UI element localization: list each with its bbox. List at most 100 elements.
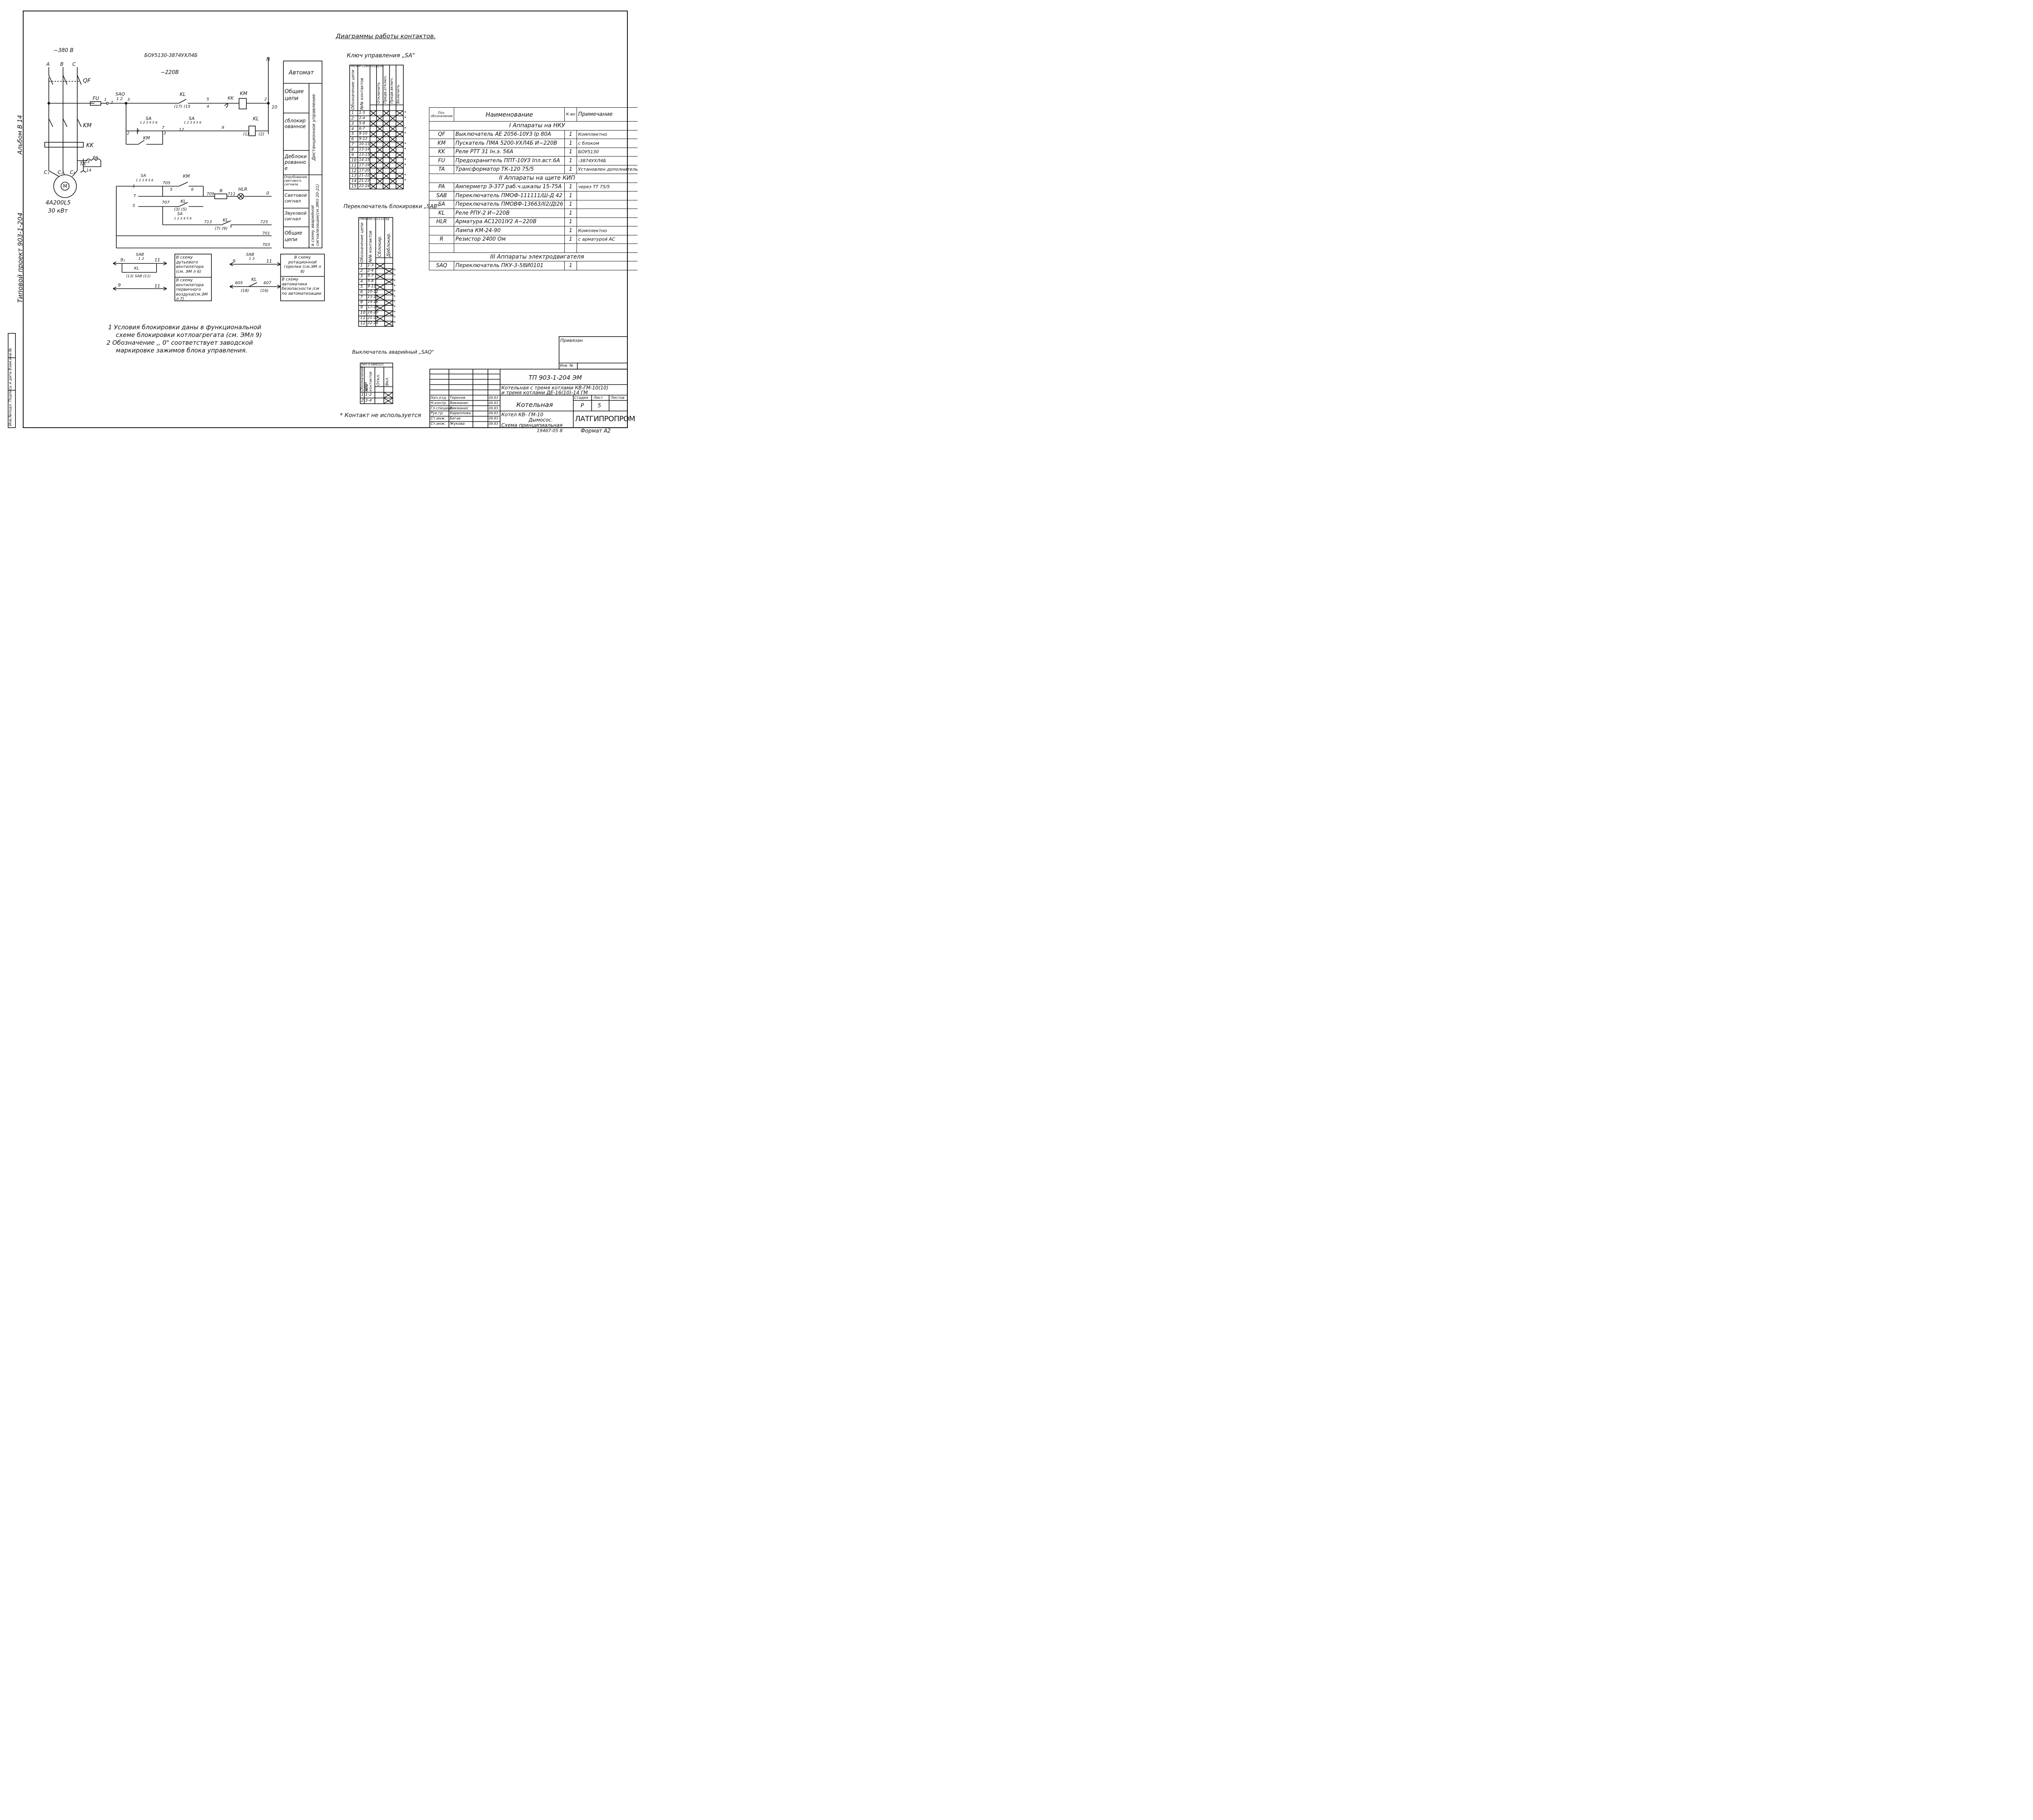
bom-row: II Аппараты на щите КИП [429, 174, 638, 183]
unused-mark: * [404, 131, 406, 136]
sa-row-num: 8 [351, 148, 354, 152]
bom-row: I Аппараты на НКУ [429, 121, 638, 130]
saq-pins: 1 2 [116, 97, 123, 101]
sa-col-0: Отключить [377, 82, 381, 104]
tb-name: Бегак [450, 417, 461, 421]
bom-qty: 1 [564, 226, 577, 235]
sa-row-contacts: 1-3 [359, 111, 365, 115]
sig-kl-pins: (3) (5) [174, 207, 187, 212]
sab-row-contacts: 22-24 [368, 321, 379, 326]
sig-wire-7: 7 [133, 194, 136, 198]
pa-label: PA [93, 155, 98, 161]
tb-name: Кириллова [450, 411, 471, 416]
hlr-label: HLR [238, 187, 248, 192]
unused-mark: * [404, 178, 406, 183]
sa-row-contacts: 10-11 [359, 142, 370, 147]
node-18: (18) [241, 289, 249, 293]
fu-label: FU [93, 96, 99, 101]
bom-pos: QF [429, 130, 455, 139]
bom-pos: KL [429, 209, 455, 218]
sa1-pins: 1 2 3 4 5 6 [140, 121, 158, 124]
doc-name: Котельная [516, 401, 553, 409]
sig-wire-1: 1 [133, 184, 135, 189]
bom-qty: 1 [564, 147, 577, 157]
tb-date: 09.83 [489, 422, 498, 426]
bom-pos: R [429, 235, 455, 244]
bom-note: Комплектно [576, 226, 638, 235]
tb-name: Терехов [450, 396, 466, 400]
diagrams-title: Диаграммы работы контактов. [336, 33, 436, 40]
tb-role: Гл.специал. [431, 406, 454, 411]
node-5: 5 [170, 187, 173, 192]
node-713: 713 [204, 220, 212, 224]
unused-mark: * [394, 278, 396, 283]
sab-node-11-c: 11 [266, 259, 272, 264]
sab-col-contacts: №№ контактов [368, 230, 373, 263]
album-label: Альбом В 14 [16, 115, 24, 154]
org-name: ЛАТГИПРОПРОМ [575, 415, 635, 423]
saq-row-1: 1-2 [365, 393, 372, 397]
saq-label: SAQ [115, 91, 125, 97]
sab-row-num: 6 [360, 289, 363, 294]
sa-row-contacts: 22-24 [359, 184, 370, 189]
sa-row-num: 5 [351, 132, 354, 137]
stage-value: Р [581, 403, 584, 409]
tb-date: 09.83 [489, 406, 498, 410]
purpose-unblocked: Деблокированное [285, 154, 307, 171]
doc-desc-1: Котельная с тремя котлами КВ-ГМ-10(10) [501, 385, 609, 391]
wire-2c: 2 [127, 131, 130, 136]
wire-3d: 3 [163, 131, 166, 136]
sab-row-contacts: 9-11 [368, 284, 376, 289]
sab-col-designation: Обозначение цепи [360, 222, 364, 263]
sa-col-3: Включить [396, 85, 401, 104]
wire-10: 10 [272, 104, 277, 110]
bom-header-pos: Поз. обозначение [429, 107, 455, 122]
sab-row-num: 1 [360, 263, 363, 268]
sab2-label: SAB [246, 252, 255, 257]
km-label: KM [83, 122, 92, 129]
sab-row-num: 7 [360, 295, 363, 300]
kl-contact-pins: (17) (15 [174, 104, 191, 109]
tb-name: Викманис [450, 406, 469, 411]
inv-label: Инв. № [560, 364, 574, 368]
sab-row-contacts: 18-20 [368, 311, 379, 315]
wire-5: 5 [207, 97, 209, 102]
sig-kl2-label: KL [223, 217, 229, 223]
unused-mark: * [394, 284, 396, 289]
bom-qty: 1 [564, 191, 577, 200]
purpose-alarm: в схему аварийной сигнализации(см.ЭМл 20… [311, 184, 320, 246]
saq-row-2-n: 2 [361, 398, 364, 403]
sa-row-contacts: 13-15 [359, 152, 370, 157]
bom-note: Комплектно [576, 130, 638, 139]
saq-model: ПКУ-3-58И0101 [361, 363, 384, 366]
bom-section: II Аппараты на щите КИП [429, 174, 638, 183]
bom-name: Пускатель ПМА 5200-УХЛ4Б И~220В [454, 139, 565, 148]
control-voltage: ~220В [161, 70, 179, 76]
bom-pos: PA [429, 182, 455, 191]
unused-mark: * [404, 163, 406, 167]
sa2-pins: 1 2 3 4 5 6 [184, 121, 202, 124]
sab-row-contacts: 21-23 [368, 316, 379, 320]
sig-sa-pins: 1 2 3 4 5 6 [136, 178, 154, 182]
bom-qty: 1 [564, 156, 577, 165]
bom-name [454, 244, 565, 253]
purpose-remote: Дистанционное управление [311, 94, 316, 161]
bom-qty: 1 [564, 209, 577, 218]
sig-kl2-pins: (7) (9) [215, 226, 228, 231]
sheet-desc-3: Схема принципиальная [501, 422, 563, 428]
bom-qty: 1 [564, 235, 577, 244]
sa-table-rows [350, 110, 404, 189]
unused-mark: * [404, 126, 406, 131]
tb-date: 09.83 [489, 411, 498, 415]
sab-node-9-c: 9 [233, 259, 235, 264]
note-primary-air: В схему вентилятора первичного воздуха(с… [176, 278, 208, 301]
sa-row-num: 15 [351, 184, 357, 189]
sab-row-contacts: 2-4 [368, 268, 374, 273]
bom-name: Трансформатор ТК-120 75/5 [454, 165, 565, 174]
sab-row-num: 3 [360, 274, 363, 278]
neutral-label: N [266, 57, 270, 62]
purpose-sound: Звуковой сигнал [285, 211, 307, 222]
sa-row-num: 14 [351, 179, 357, 184]
